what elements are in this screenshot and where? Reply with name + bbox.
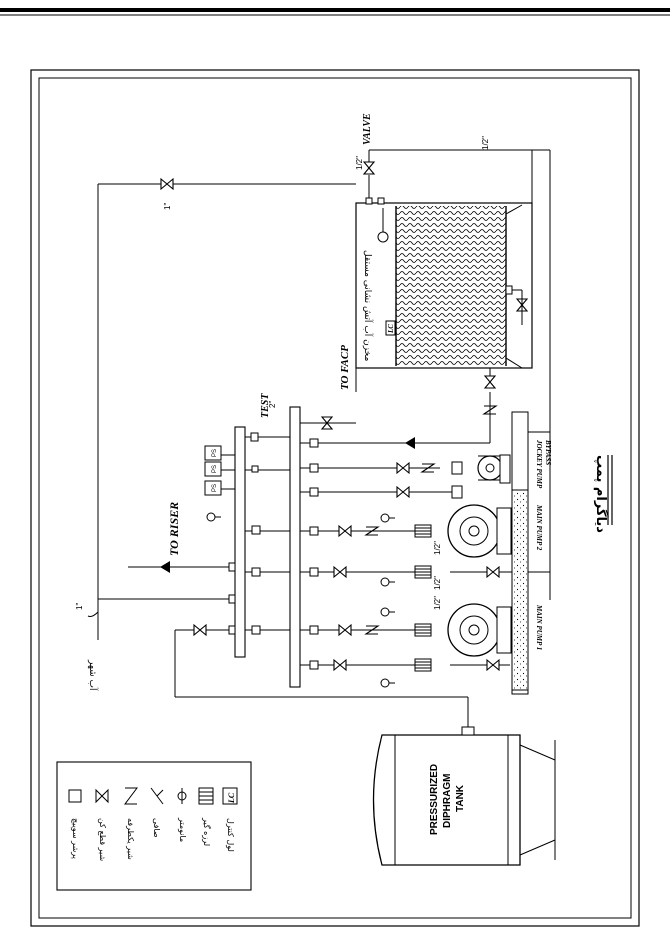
svg-text:PS: PS xyxy=(212,484,218,492)
test-label: TEST xyxy=(260,393,271,418)
svg-text:لرزه گیر: لرزه گیر xyxy=(202,817,212,846)
discharge-header xyxy=(234,426,246,658)
level-control-label: LC xyxy=(387,324,395,334)
gate-valve-icon xyxy=(95,788,109,804)
svg-text:مانومتر: مانومتر xyxy=(178,817,187,842)
svg-text:PS: PS xyxy=(212,449,218,457)
svg-text:DIPHRAGM: DIPHRAGM xyxy=(442,774,453,828)
svg-text:شیر قطع کن: شیر قطع کن xyxy=(98,818,107,861)
diagram-title: دیاگرام پمپ xyxy=(593,455,613,533)
jockey-pump-branch xyxy=(300,368,511,499)
strainer-icon xyxy=(150,787,164,805)
svg-text:دیاگرام پمپ: دیاگرام پمپ xyxy=(593,455,609,533)
main-pump-2-label: MAIN PUMP 2 xyxy=(535,504,543,551)
suction-header xyxy=(289,406,301,688)
half-inch-label-valve: 1/2" xyxy=(355,156,364,170)
top-rule xyxy=(0,8,670,12)
svg-text:PS: PS xyxy=(212,465,218,473)
check-valve-icon xyxy=(124,787,138,805)
half-inch-label-pump1: 1/2" xyxy=(433,596,442,610)
level-control-icon xyxy=(222,787,238,805)
vibration-isolator-icon xyxy=(198,787,214,805)
outer-frame xyxy=(30,69,640,927)
fill-line: 1" 1" آب شهر xyxy=(75,178,356,691)
one-inch-label-left: 1" xyxy=(75,603,84,610)
test-size-label: 2" xyxy=(268,401,277,408)
manometer-icon xyxy=(177,788,187,804)
jockey-pump-label: JOCKEY PUMP xyxy=(535,439,543,489)
one-inch-label-top: 1" xyxy=(163,203,172,210)
svg-text:لول کنترل: لول کنترل xyxy=(226,818,235,852)
half-inch-label-top: 1/2" xyxy=(481,136,490,150)
legend: LC پرشر سوییچ شیر قطع کن شیر یکطرفه صافی… xyxy=(56,761,252,891)
svg-text:PRESSURIZED: PRESSURIZED xyxy=(429,764,440,835)
svg-text:LC: LC xyxy=(227,792,236,804)
bypass-label: BYPASS xyxy=(544,439,552,465)
main-pump-1-branch xyxy=(300,603,512,688)
pressure-switches: PS PS PS xyxy=(204,445,235,522)
half-inch-label-pump2: 1/2" xyxy=(433,541,442,555)
pressure-switch-icon xyxy=(68,789,82,803)
svg-text:صافی: صافی xyxy=(152,818,161,838)
main-pump-1-label: MAIN PUMP 1 xyxy=(535,604,543,650)
overflow-line: VALVE 1/2" 1/2" xyxy=(355,113,532,198)
reservoir-label: مخزن آب آتش نشانی مستقل xyxy=(362,250,374,361)
water-reservoir: LC مخزن آب آتش نشانی مستقل xyxy=(355,150,533,369)
pump-bases: JOCKEY PUMP BYPASS MAIN PUMP 2 MAIN PUMP… xyxy=(511,149,552,695)
to-riser-label: TO RISER xyxy=(167,502,181,556)
test-line: TEST 2" xyxy=(245,393,290,442)
main-pump-2-branch xyxy=(300,504,550,587)
header-connections xyxy=(228,465,290,635)
inner-frame xyxy=(38,77,632,919)
svg-text:پرشر سوییچ: پرشر سوییچ xyxy=(71,818,80,859)
half-inch-label-mid: 1/2" xyxy=(433,576,442,590)
riser-line: TO RISER xyxy=(128,502,235,573)
svg-text:TANK: TANK xyxy=(455,784,466,812)
svg-text:شیر یکطرفه: شیر یکطرفه xyxy=(126,818,135,860)
pressurized-tank: PRESSURIZED DIPHRAGM TANK xyxy=(372,726,556,866)
to-facp-label: TO FACP xyxy=(339,345,351,390)
valve-label: VALVE xyxy=(362,113,373,145)
city-water-label: آب شهر xyxy=(87,659,99,691)
